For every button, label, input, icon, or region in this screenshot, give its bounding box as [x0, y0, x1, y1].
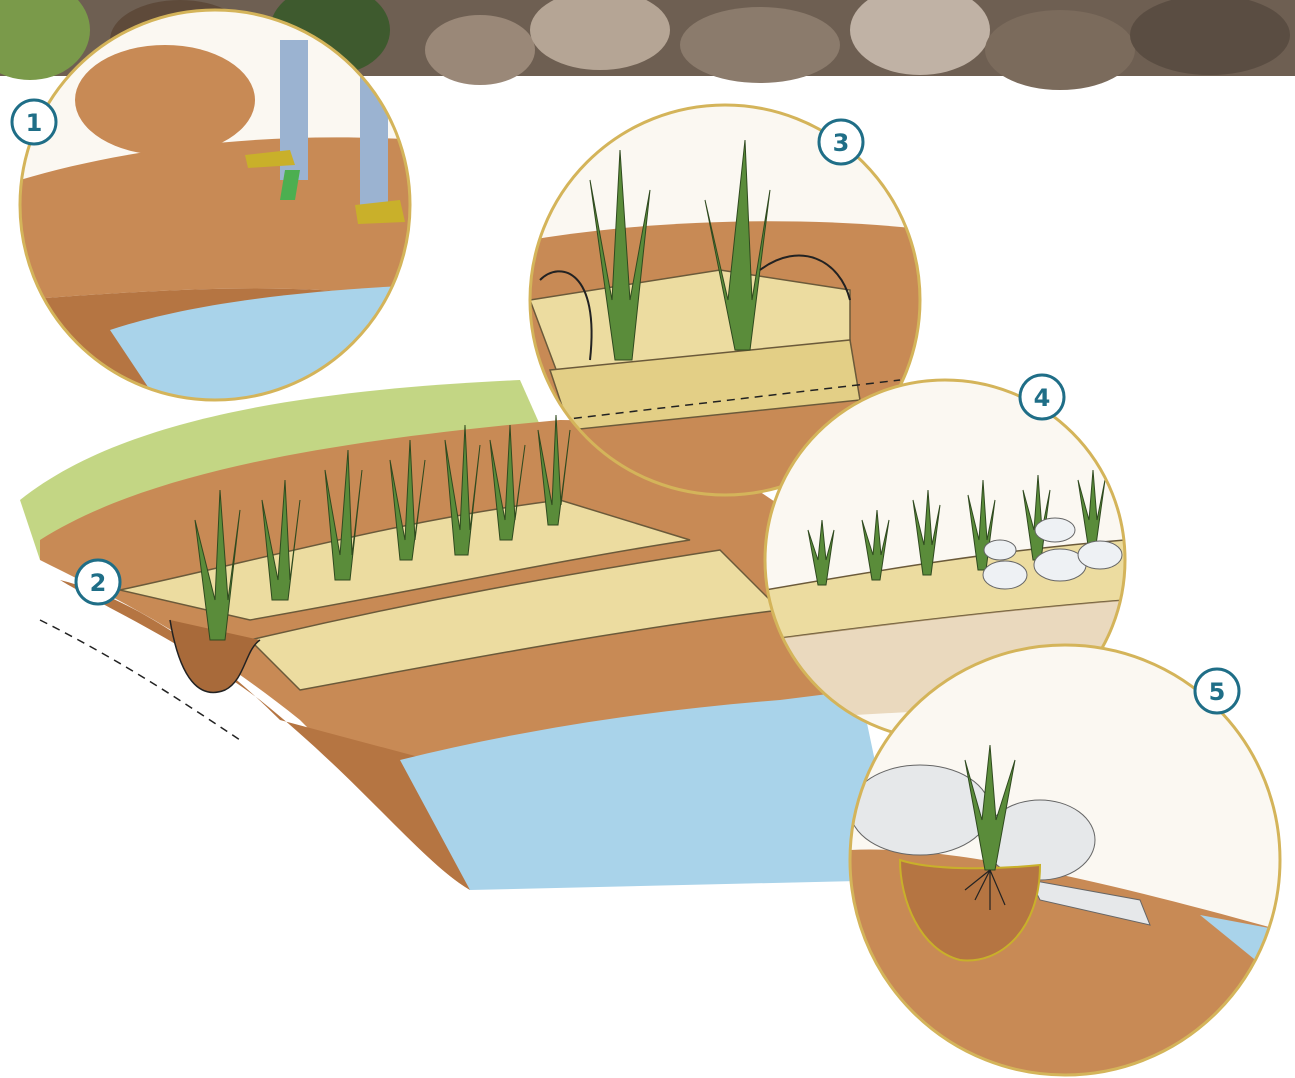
step-badge-4-label: 4 [1034, 384, 1051, 412]
step-badge-5: 5 [1195, 669, 1239, 713]
step-badge-4: 4 [1020, 375, 1064, 419]
step-badge-1-label: 1 [26, 109, 43, 137]
step-badge-3-label: 3 [833, 129, 850, 157]
step-badge-3: 3 [819, 120, 863, 164]
step-badge-2-label: 2 [90, 569, 107, 597]
step-badge-5-label: 5 [1209, 678, 1226, 706]
step-badge-2: 2 [76, 560, 120, 604]
step-badge-1: 1 [12, 100, 56, 144]
